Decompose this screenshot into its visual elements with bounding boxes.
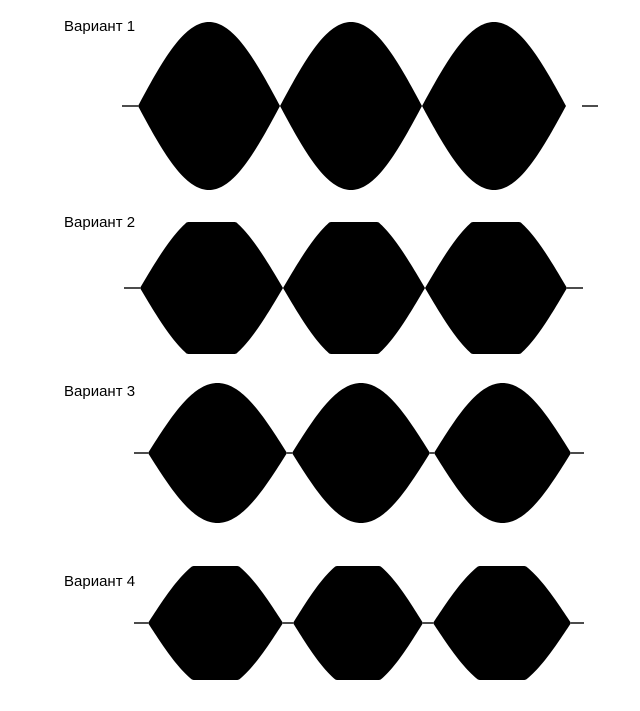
envelope-lobe	[148, 383, 287, 523]
variant-4-label: Вариант 4	[64, 573, 137, 591]
variant-3-waveform	[134, 383, 584, 523]
variant-2-waveform	[124, 222, 583, 354]
envelope-lobe	[434, 383, 571, 523]
envelope-lobe	[138, 22, 280, 190]
envelope-lobe	[293, 566, 423, 680]
envelope-lobe	[292, 383, 430, 523]
envelope-lobe	[140, 222, 283, 354]
envelope-lobe	[280, 22, 422, 190]
variant-3-label: Вариант 3	[64, 383, 137, 401]
envelope-lobe	[433, 566, 571, 680]
envelope-lobe	[148, 566, 283, 680]
variant-2-label: Вариант 2	[64, 214, 137, 232]
variant-4-waveform	[134, 566, 584, 680]
variant-1-waveform	[122, 22, 598, 190]
envelope-lobe	[422, 22, 566, 190]
variant-1-label: Вариант 1	[64, 18, 137, 36]
envelope-lobe	[425, 222, 567, 354]
envelope-lobe	[283, 222, 425, 354]
